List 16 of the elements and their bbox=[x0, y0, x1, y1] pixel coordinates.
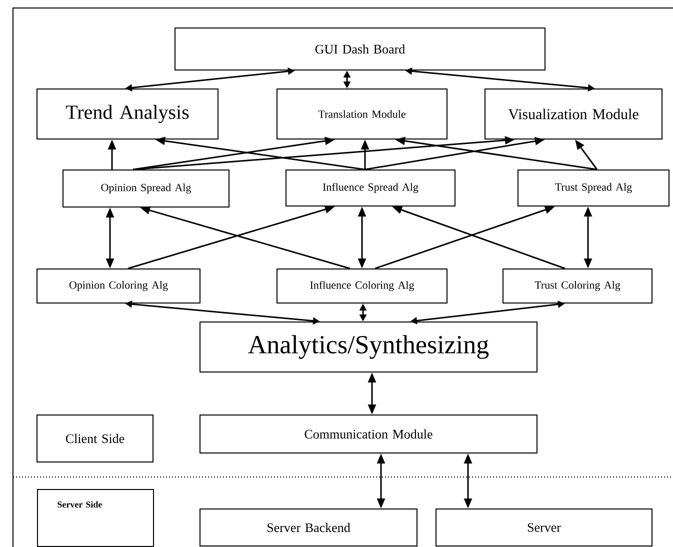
module-box: Trend Analysis bbox=[36, 88, 218, 140]
module-box: Translation Module bbox=[276, 88, 448, 140]
side-label-box: Client Side bbox=[36, 414, 154, 462]
analytics-box: Analytics/Synthesizing bbox=[200, 322, 538, 372]
module-box: Opinion Coloring Alg bbox=[36, 268, 200, 304]
module-box: Communication Module bbox=[200, 414, 538, 454]
module-box: Trust Coloring Alg bbox=[502, 268, 652, 304]
module-box: Trust Spread Alg bbox=[518, 170, 670, 206]
module-box: Influence Coloring Alg bbox=[276, 268, 448, 304]
dashboard-box: GUI Dash Board bbox=[174, 28, 546, 70]
module-box: Server bbox=[436, 508, 652, 546]
module-box: Influence Spread Alg bbox=[286, 170, 456, 206]
module-box: Server Backend bbox=[200, 508, 418, 546]
module-box: Visualization Module bbox=[484, 88, 662, 140]
side-label-box: Server Side bbox=[37, 489, 154, 547]
module-box: Opinion Spread Alg bbox=[62, 170, 230, 208]
